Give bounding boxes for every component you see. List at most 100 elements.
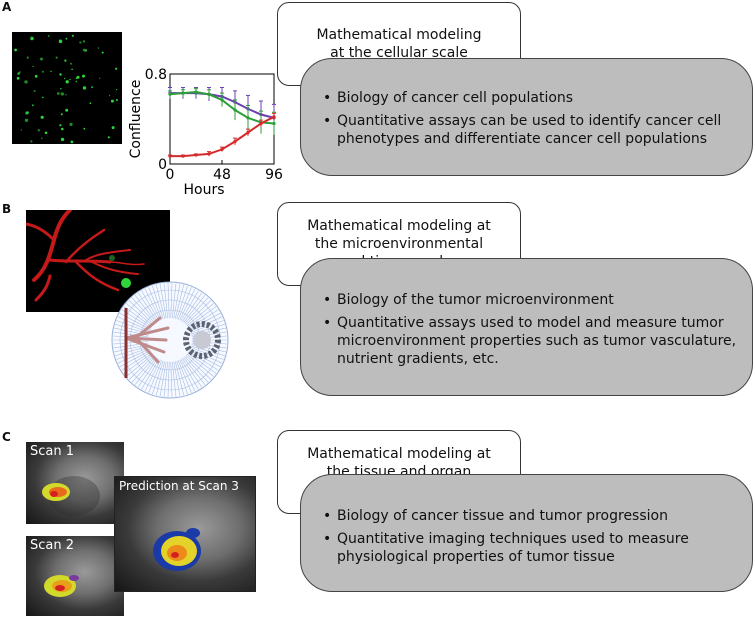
cell-dot (82, 40, 86, 43)
cell-dot (30, 140, 33, 143)
mesh-line (113, 331, 149, 338)
cell-dot (110, 99, 114, 103)
panel-a-title: Mathematical modeling at the cellular sc… (316, 27, 482, 61)
mesh-line (128, 355, 155, 380)
cell-dot (60, 92, 64, 96)
mesh-line (190, 347, 224, 360)
cell-dot (56, 92, 60, 95)
cell-dot (55, 56, 58, 59)
mesh-line (186, 353, 214, 377)
mesh-line (141, 358, 160, 390)
cell-dot (32, 65, 34, 67)
mesh-line (137, 292, 158, 322)
panel-c-letter: C (2, 430, 11, 444)
mesh-line (126, 303, 154, 327)
panel-b-bullet-2: Quantitative assays used to model and me… (323, 314, 738, 368)
mesh-line (172, 283, 177, 319)
data-point (246, 116, 250, 120)
cell-dot (76, 75, 80, 79)
cell-dot (107, 136, 110, 139)
data-point (181, 91, 185, 95)
mesh-line (182, 292, 203, 322)
data-point (168, 154, 172, 158)
data-point (272, 121, 276, 126)
mesh-line (167, 361, 170, 398)
mesh-line (152, 285, 164, 320)
cell-dot (60, 137, 65, 142)
cell-dot (91, 86, 93, 88)
scan-1-image: Scan 1 (26, 442, 124, 524)
data-point (246, 130, 250, 135)
cell-dot (41, 70, 44, 73)
panel-a-bullet-box: Biology of cancer cell populations Quant… (300, 58, 753, 176)
x-tick-label: 0 (166, 167, 175, 183)
cell-dot (19, 71, 21, 73)
cell-fluorescence-image (12, 32, 122, 144)
mesh-line (159, 283, 167, 319)
mesh-line (185, 355, 212, 380)
panel-a-letter: A (2, 0, 12, 14)
vasculature-drawing (26, 210, 145, 302)
data-point (259, 121, 263, 126)
mesh-line (152, 360, 164, 395)
cell-dot (59, 73, 62, 76)
mesh-line (175, 284, 185, 319)
mesh-line (177, 360, 192, 393)
y-tick-label: 0 (158, 157, 167, 173)
prediction-scan-image: Prediction at Scan 3 (114, 476, 256, 592)
cell-dot (60, 88, 62, 90)
cell-dot (101, 51, 104, 54)
mesh-line (148, 287, 163, 320)
panel-a-bullet-2: Quantitative assays can be used to ident… (323, 112, 738, 148)
mesh-line (191, 345, 225, 356)
cell-dot (26, 111, 29, 114)
mesh-line (175, 361, 185, 396)
mesh-line (185, 300, 212, 325)
data-point (194, 90, 198, 94)
cell-dot (32, 104, 34, 107)
cell-dot (82, 74, 85, 78)
mesh-line (188, 351, 219, 371)
mesh-line (170, 282, 173, 319)
cell-dot (79, 41, 82, 44)
panel-b-bullet-1: Biology of the tumor microenvironment (323, 291, 738, 309)
data-point (168, 92, 172, 96)
mesh-line (176, 285, 188, 320)
cell-dot (115, 67, 118, 70)
cell-dot (65, 37, 68, 40)
cell-dot (75, 80, 77, 83)
panel-c-bullet-1: Biology of cancer tissue and tumor progr… (323, 507, 738, 525)
mesh-line (134, 357, 157, 386)
data-point (194, 153, 198, 157)
mesh-line (183, 294, 206, 323)
cell-dot (70, 140, 74, 144)
cell-dot (82, 86, 87, 90)
x-tick-label: 96 (265, 167, 282, 183)
cell-dot (65, 94, 67, 96)
mesh-line (128, 300, 155, 325)
mesh-line (163, 283, 168, 319)
mesh-line (180, 290, 199, 322)
tumor-simulation-diagram (111, 281, 229, 399)
scan-2-image: Scan 2 (26, 536, 124, 616)
mesh-line (184, 356, 209, 383)
mesh-line (191, 324, 225, 335)
cell-dot (64, 78, 66, 80)
cell-dot (24, 118, 29, 123)
data-point (207, 92, 211, 96)
cell-dot (58, 39, 63, 44)
data-point (272, 115, 276, 119)
cell-dot (34, 74, 38, 78)
mesh-line (134, 294, 157, 323)
cell-dot (42, 96, 44, 99)
mesh-line (137, 358, 158, 388)
data-point (181, 154, 185, 158)
y-tick-label: 0.8 (145, 68, 167, 83)
cell-dot (99, 77, 101, 79)
x-tick-label: 48 (213, 167, 231, 183)
cell-dot (65, 108, 69, 112)
cell-dot (33, 90, 36, 92)
mesh-line (131, 297, 156, 324)
cell-dot (20, 129, 22, 131)
mesh-line (155, 361, 165, 396)
